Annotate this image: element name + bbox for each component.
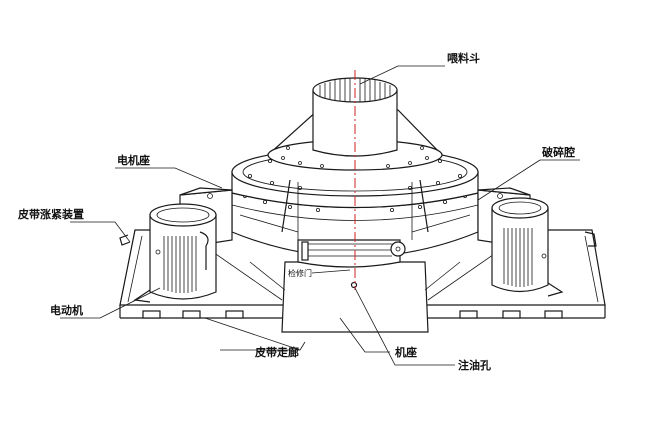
inspection-door	[297, 239, 406, 268]
labels: 喂料斗 电机座 破碎腔 皮带涨紧装置 电动机 检修门 皮带走廊 机座 注油孔	[17, 51, 575, 372]
door-handwheel	[390, 241, 406, 257]
feed-hopper	[312, 77, 398, 157]
left-motor-fins	[163, 236, 197, 293]
leader-lines	[60, 65, 580, 366]
base-slots-left	[142, 310, 244, 319]
cover-bolts	[281, 146, 429, 168]
left-motor	[133, 203, 217, 303]
label-oil-hole: 注油孔	[458, 358, 491, 372]
oil-hole-marker	[350, 281, 358, 289]
label-motor: 电动机	[50, 303, 83, 317]
machine-base	[209, 249, 501, 333]
base-slots-right	[459, 310, 563, 319]
label-motor-seat: 电机座	[117, 153, 150, 167]
label-hopper: 喂料斗	[447, 51, 480, 65]
label-belt-tensioner: 皮带涨紧装置	[17, 207, 84, 221]
right-motor	[491, 197, 564, 297]
label-crushing-chamber: 破碎腔	[542, 145, 575, 159]
label-belt-corridor: 皮带走廊	[254, 345, 299, 359]
label-inspection-door: 检修门	[288, 268, 312, 278]
right-motor-fins	[503, 228, 533, 287]
hopper-hatching	[319, 78, 391, 102]
label-base: 机座	[395, 345, 417, 359]
